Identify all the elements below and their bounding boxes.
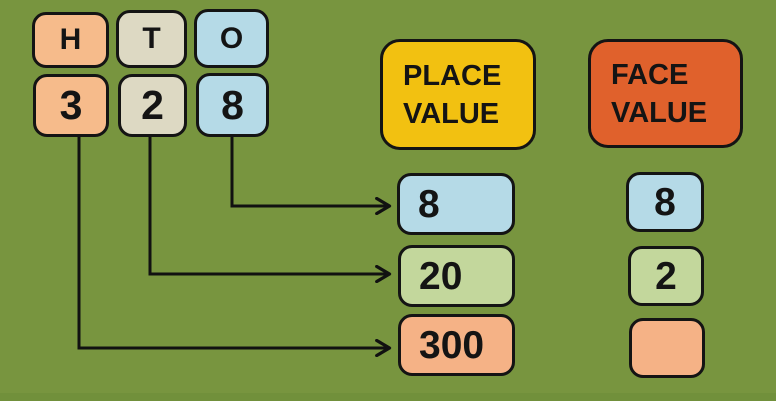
face-value-hundreds [629, 318, 705, 378]
arrow-ones-to-place-value [230, 135, 388, 206]
digit-hundreds: 3 [33, 74, 109, 137]
column-header-tens: T [116, 10, 187, 68]
place-value-tens: 20 [398, 245, 515, 307]
arrow-hundreds-to-place-value [77, 135, 388, 348]
place-value-hundreds: 300 [398, 314, 515, 376]
face-value-tens: 2 [628, 246, 704, 306]
bottom-edge-strip [0, 393, 776, 401]
face-value-ones: 8 [626, 172, 704, 232]
place-value-header: PLACE VALUE [380, 39, 536, 150]
place-value-ones: 8 [397, 173, 515, 235]
arrow-tens-to-place-value [148, 135, 388, 274]
face-value-header: FACE VALUE [588, 39, 743, 148]
digit-ones: 8 [196, 73, 269, 137]
digit-tens: 2 [118, 74, 187, 137]
column-header-hundreds: H [32, 12, 109, 68]
column-header-ones: O [194, 9, 269, 68]
